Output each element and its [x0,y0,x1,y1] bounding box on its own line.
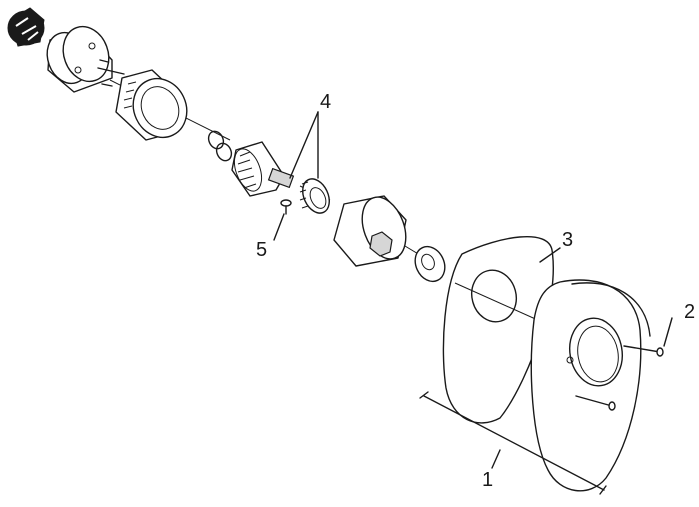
leader-lines [273,111,673,347]
callout-5: 5 [256,239,267,261]
fixing-pins [566,345,664,411]
callout-3: 3 [562,229,573,251]
gasket-plate [442,236,554,424]
callout-1: 1 [482,469,493,491]
screw [280,199,292,215]
threaded-sleeve [115,69,188,141]
o-rings [207,130,233,162]
washer [414,245,446,283]
cylinder-body [333,195,407,267]
adapter-disc [46,25,125,93]
knob-cap [7,7,45,47]
callout-1-bracket [419,391,607,495]
callout-4: 4 [320,91,331,113]
callout-2: 2 [684,301,695,323]
threaded-ring [299,178,330,214]
cartridge [231,141,295,197]
cover-plate [530,279,651,492]
